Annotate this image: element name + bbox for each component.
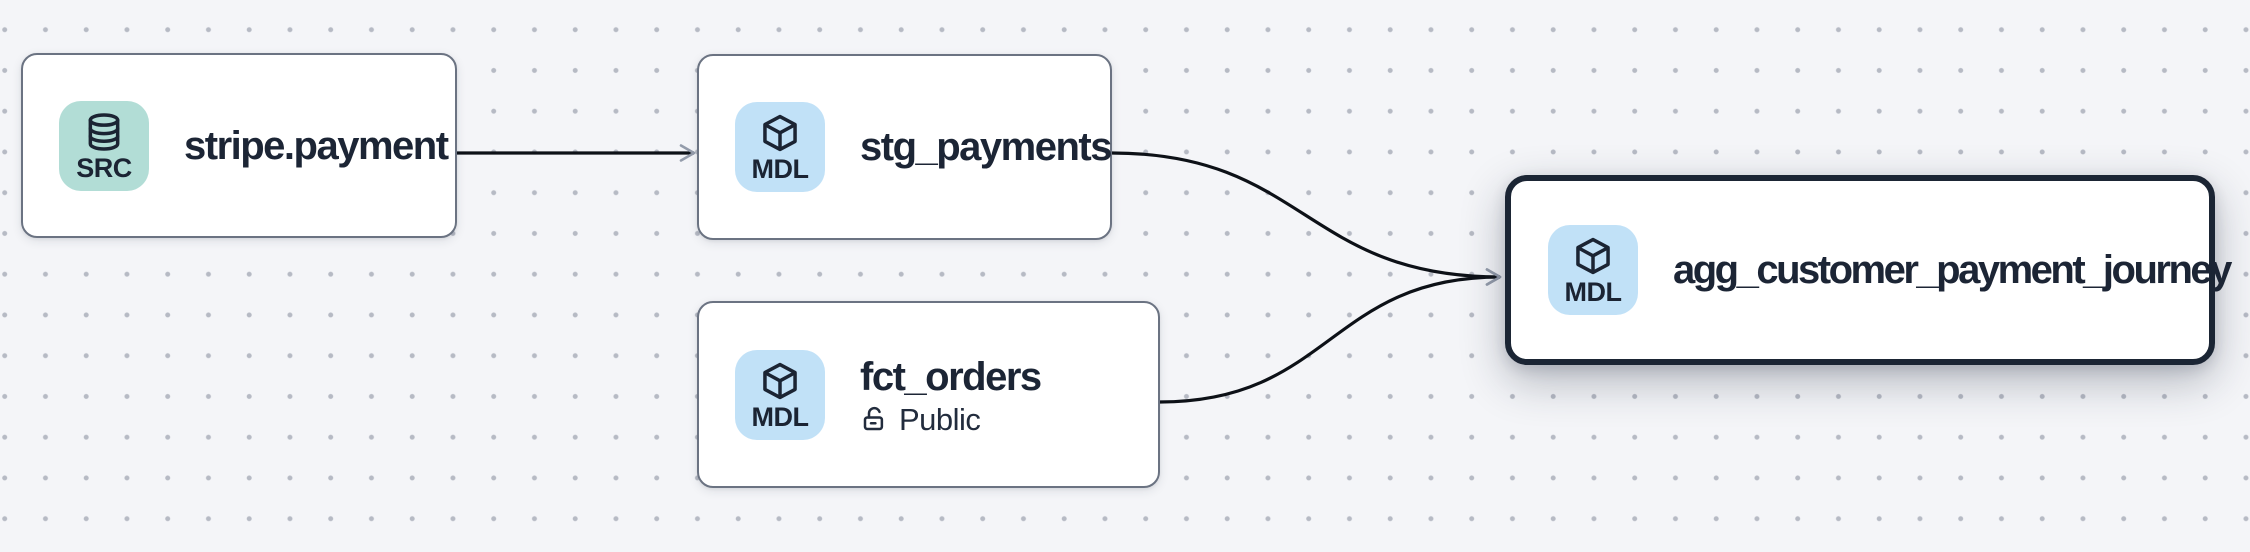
node-label: agg_customer_payment_journey	[1673, 248, 2232, 292]
model-badge: MDL	[735, 102, 825, 192]
cube-icon	[763, 362, 797, 400]
edge-fct-orders-to-agg-customer-payment-journey[interactable]	[1159, 268, 1502, 404]
badge-label: MDL	[1564, 277, 1622, 308]
badge-label: SRC	[76, 152, 132, 183]
model-badge: MDL	[1548, 225, 1638, 315]
cube-icon	[763, 115, 797, 152]
access-label: Public	[899, 401, 981, 437]
model-badge: MDL	[735, 349, 825, 440]
node-label: stg_payments	[860, 125, 1112, 169]
node-label: stripe.payment	[184, 123, 449, 168]
source-badge: SRC	[59, 100, 149, 191]
badge-label: MDL	[751, 401, 809, 432]
node-stg-payments[interactable]: MDL stg_payments	[697, 54, 1112, 240]
cube-icon	[1576, 238, 1610, 275]
node-stripe-payment[interactable]: SRC stripe.payment	[21, 53, 457, 238]
badge-label: MDL	[751, 154, 809, 185]
node-fct-orders[interactable]: MDL fct_orders Public	[697, 301, 1160, 488]
edge-stg-payments-to-agg-customer-payment-journey[interactable]	[1111, 151, 1502, 286]
unlocked-padlock-icon	[863, 406, 884, 431]
database-icon	[88, 113, 120, 151]
access-tag: Public	[860, 404, 1041, 435]
node-agg-customer-payment-journey[interactable]: MDL agg_customer_payment_journey	[1505, 175, 2232, 365]
node-label: fct_orders	[860, 354, 1042, 399]
